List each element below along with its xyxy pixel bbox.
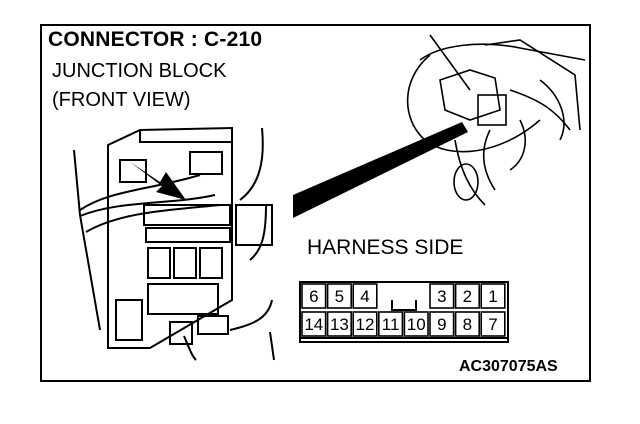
junction-block-label: JUNCTION BLOCK [52, 60, 227, 82]
harness-side-label: HARNESS SIDE [307, 236, 464, 259]
pin-6: 6 [309, 287, 318, 306]
harness-connector [299, 281, 509, 343]
pin-6-cell [301, 283, 327, 309]
pin-1: 1 [488, 287, 497, 306]
front-view-label: (FRONT VIEW) [52, 89, 191, 111]
pin-2: 2 [463, 287, 472, 306]
pin-5-cell [326, 283, 353, 309]
pin-8-cell [454, 311, 481, 337]
pin-11: 11 [382, 315, 400, 334]
callout-wedge [293, 122, 468, 218]
figure-code: AC307075AS [459, 358, 558, 375]
pin-13-cell [326, 311, 353, 337]
pin-10: 10 [407, 315, 426, 334]
pin-7: 7 [488, 315, 497, 334]
diagram-frame [40, 24, 591, 382]
pin-14-cell [301, 311, 327, 337]
pointer-arrow [130, 162, 186, 200]
pin-4: 4 [360, 287, 369, 306]
pin-4-cell [352, 283, 378, 309]
pin-9-cell [429, 311, 455, 337]
pin-13: 13 [330, 315, 349, 334]
pin-7-cell [480, 311, 506, 337]
pin-1-cell [480, 283, 506, 309]
pin-14: 14 [304, 315, 323, 334]
pin-2-cell [454, 283, 481, 309]
pin-3: 3 [437, 287, 446, 306]
pin-8: 8 [463, 315, 472, 334]
pin-9: 9 [437, 315, 446, 334]
pin-5: 5 [335, 287, 344, 306]
pin-10-cell [403, 311, 429, 337]
pin-12: 12 [356, 315, 375, 334]
connector-title: CONNECTOR : C-210 [48, 28, 263, 51]
pin-3-cell [429, 283, 455, 309]
dashboard-illustration [406, 34, 586, 206]
pin-11-cell [377, 311, 404, 337]
junction-block-illustration [73, 126, 275, 361]
pin-12-cell [352, 311, 378, 337]
